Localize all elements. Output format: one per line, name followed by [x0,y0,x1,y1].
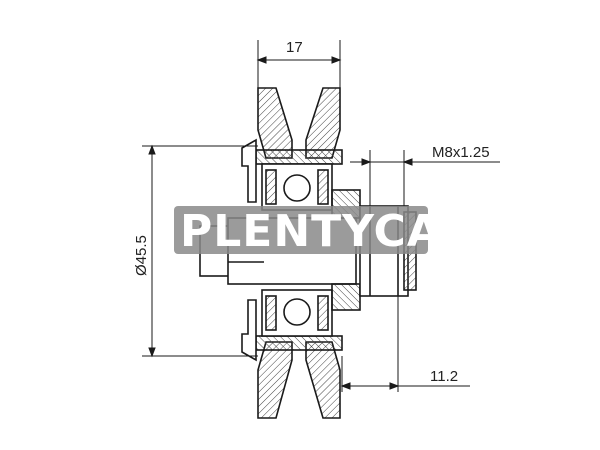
watermark-text: PLENTYCAR [180,206,477,257]
cover-top [241,138,257,203]
ball-bottom [283,298,311,326]
hub [241,138,343,362]
top-flange-left [257,87,293,159]
dim-thread-label: M8x1.25 [432,144,490,161]
dim-width-label: 17 [286,39,303,56]
ball-top [283,174,311,202]
bearing-bottom [261,289,333,337]
bottom-flange-left [257,341,293,419]
bottom-flange-right [305,341,341,419]
top-flange-right [305,87,341,159]
spacer-bottom [331,283,361,311]
hub-bottom-band [255,335,343,351]
bearing-top [261,163,333,211]
dim-diameter-label: Ø45.5 [133,235,150,276]
pulley-body [257,87,341,419]
dimensions [142,40,500,392]
dim-offset-label: 11.2 [430,368,458,385]
watermark-band [174,206,428,254]
cover-bottom [241,299,257,362]
hub-top-band [255,149,343,165]
watermark: PLENTYCAR [174,206,477,257]
